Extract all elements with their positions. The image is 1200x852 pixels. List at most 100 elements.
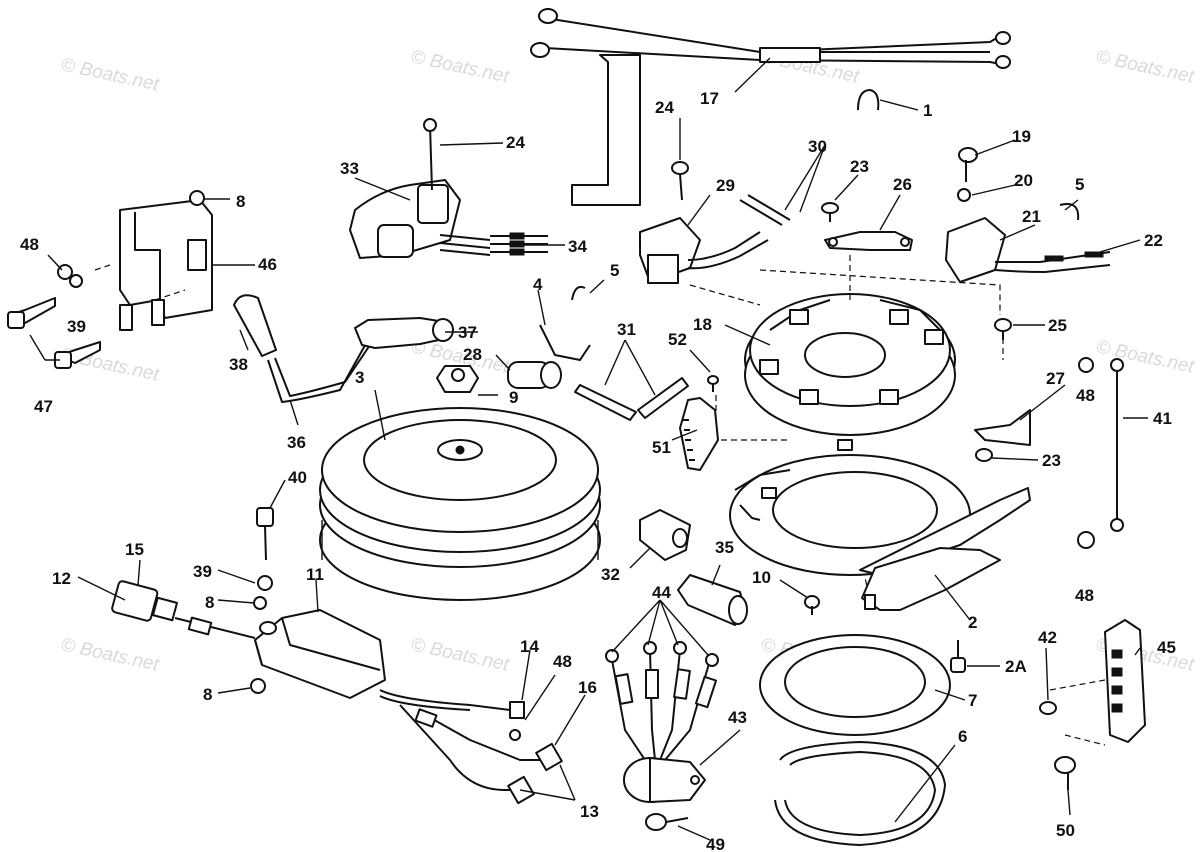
callout-label-44: 44	[652, 583, 671, 602]
stator-18	[744, 293, 956, 436]
hoses-31	[574, 377, 689, 421]
washer-8	[253, 596, 267, 610]
sensor-29	[639, 194, 791, 284]
sensor-28	[507, 361, 562, 389]
terminals-34	[490, 232, 548, 256]
ground-wire-41	[1110, 358, 1124, 532]
callout-label-6: 6	[958, 727, 967, 746]
callout-label-32: 32	[601, 565, 620, 584]
callout-label-39a: 39	[67, 317, 86, 336]
callout-label-19: 19	[1012, 127, 1031, 146]
callout-label-17: 17	[700, 89, 719, 108]
watermark: © Boats.net	[1094, 336, 1196, 377]
callout-label-30: 30	[808, 137, 827, 156]
callout-label-22: 22	[1144, 231, 1163, 250]
callout-label-50: 50	[1056, 821, 1075, 840]
leader-lines	[29, 57, 1148, 841]
screw-10	[804, 595, 820, 615]
watermark: © Boats.net	[409, 46, 511, 87]
washer-20	[957, 188, 971, 202]
callout-label-3: 3	[355, 368, 364, 387]
callout-label-5a: 5	[610, 261, 619, 280]
rectifier-43	[623, 757, 706, 803]
callout-label-23a: 23	[850, 157, 869, 176]
bushing-32	[639, 509, 691, 561]
watermark: © Boats.net	[409, 634, 511, 675]
screw-52	[707, 375, 719, 392]
washer-39	[69, 274, 83, 288]
plate-26	[824, 231, 913, 251]
callout-label-25: 25	[1048, 316, 1067, 335]
retainer-ring-7	[759, 634, 951, 736]
callout-label-16: 16	[578, 678, 597, 697]
screw-23	[975, 448, 993, 462]
callout-label-48d: 48	[553, 652, 572, 671]
callout-label-42: 42	[1038, 628, 1057, 647]
screw-24	[671, 161, 689, 201]
callout-label-20: 20	[1014, 171, 1033, 190]
bolt-40	[256, 507, 274, 561]
callout-label-39b: 39	[193, 562, 212, 581]
callout-label-2A: 2A	[1005, 657, 1027, 676]
clip-5	[571, 285, 586, 301]
watermark: © Boats.net	[59, 54, 161, 95]
callout-label-24b: 24	[655, 98, 674, 117]
wire-harness-17	[530, 8, 1011, 206]
clip-4	[539, 324, 591, 361]
terminal-leads-44	[605, 641, 719, 761]
sleeve-35	[677, 574, 748, 626]
callout-label-21: 21	[1022, 207, 1041, 226]
callout-labels: 122A345567888910111213141516171819202122…	[20, 89, 1176, 852]
callout-label-36: 36	[287, 433, 306, 452]
callout-label-45: 45	[1157, 638, 1176, 657]
screw-49	[645, 813, 689, 831]
callout-label-41: 41	[1153, 409, 1172, 428]
bolts-47	[7, 297, 101, 369]
nut-8	[189, 190, 205, 206]
wires-13	[379, 689, 563, 805]
callout-label-12: 12	[52, 569, 71, 588]
callout-label-8b: 8	[205, 593, 214, 612]
timer-base-33	[349, 118, 491, 259]
callout-label-40: 40	[288, 468, 307, 487]
callout-label-43: 43	[728, 708, 747, 727]
callout-label-9: 9	[509, 388, 518, 407]
callout-label-34: 34	[568, 237, 587, 256]
watermark: © Boats.net	[59, 634, 161, 675]
callout-label-48b: 48	[1076, 386, 1095, 405]
callout-label-8c: 8	[203, 685, 212, 704]
watermark: © Boats.net	[1094, 46, 1196, 87]
callout-label-14: 14	[520, 637, 539, 656]
callout-label-5b: 5	[1075, 175, 1084, 194]
callout-label-49: 49	[706, 835, 725, 852]
callout-label-2: 2	[968, 613, 977, 632]
gear-segment-51	[679, 397, 719, 471]
screw-25	[994, 318, 1012, 340]
callout-label-52: 52	[668, 330, 687, 349]
connector-15	[111, 580, 256, 639]
callout-label-18: 18	[693, 315, 712, 334]
flywheel-3	[319, 407, 601, 601]
washer-8	[250, 678, 266, 694]
bracket-27	[974, 409, 1031, 446]
flywheel-nut-9	[436, 365, 479, 393]
screw-19	[958, 147, 978, 182]
callout-label-37: 37	[458, 323, 477, 342]
callout-label-26: 26	[893, 175, 912, 194]
ignition-coil-46	[119, 199, 213, 331]
callout-label-46: 46	[258, 255, 277, 274]
screw-42	[1039, 701, 1057, 715]
callout-label-8a: 8	[236, 192, 245, 211]
callout-label-4: 4	[533, 275, 543, 294]
washer-39	[257, 575, 273, 591]
callout-label-15: 15	[125, 540, 144, 559]
spark-plug-lead-36	[233, 294, 454, 403]
terminal-block-45	[1104, 619, 1146, 743]
callout-label-47: 47	[34, 397, 53, 416]
washer-48	[1078, 357, 1094, 373]
callout-label-27: 27	[1046, 369, 1065, 388]
callout-label-48c: 48	[1075, 586, 1094, 605]
callout-label-33: 33	[340, 159, 359, 178]
callout-label-13: 13	[580, 802, 599, 821]
